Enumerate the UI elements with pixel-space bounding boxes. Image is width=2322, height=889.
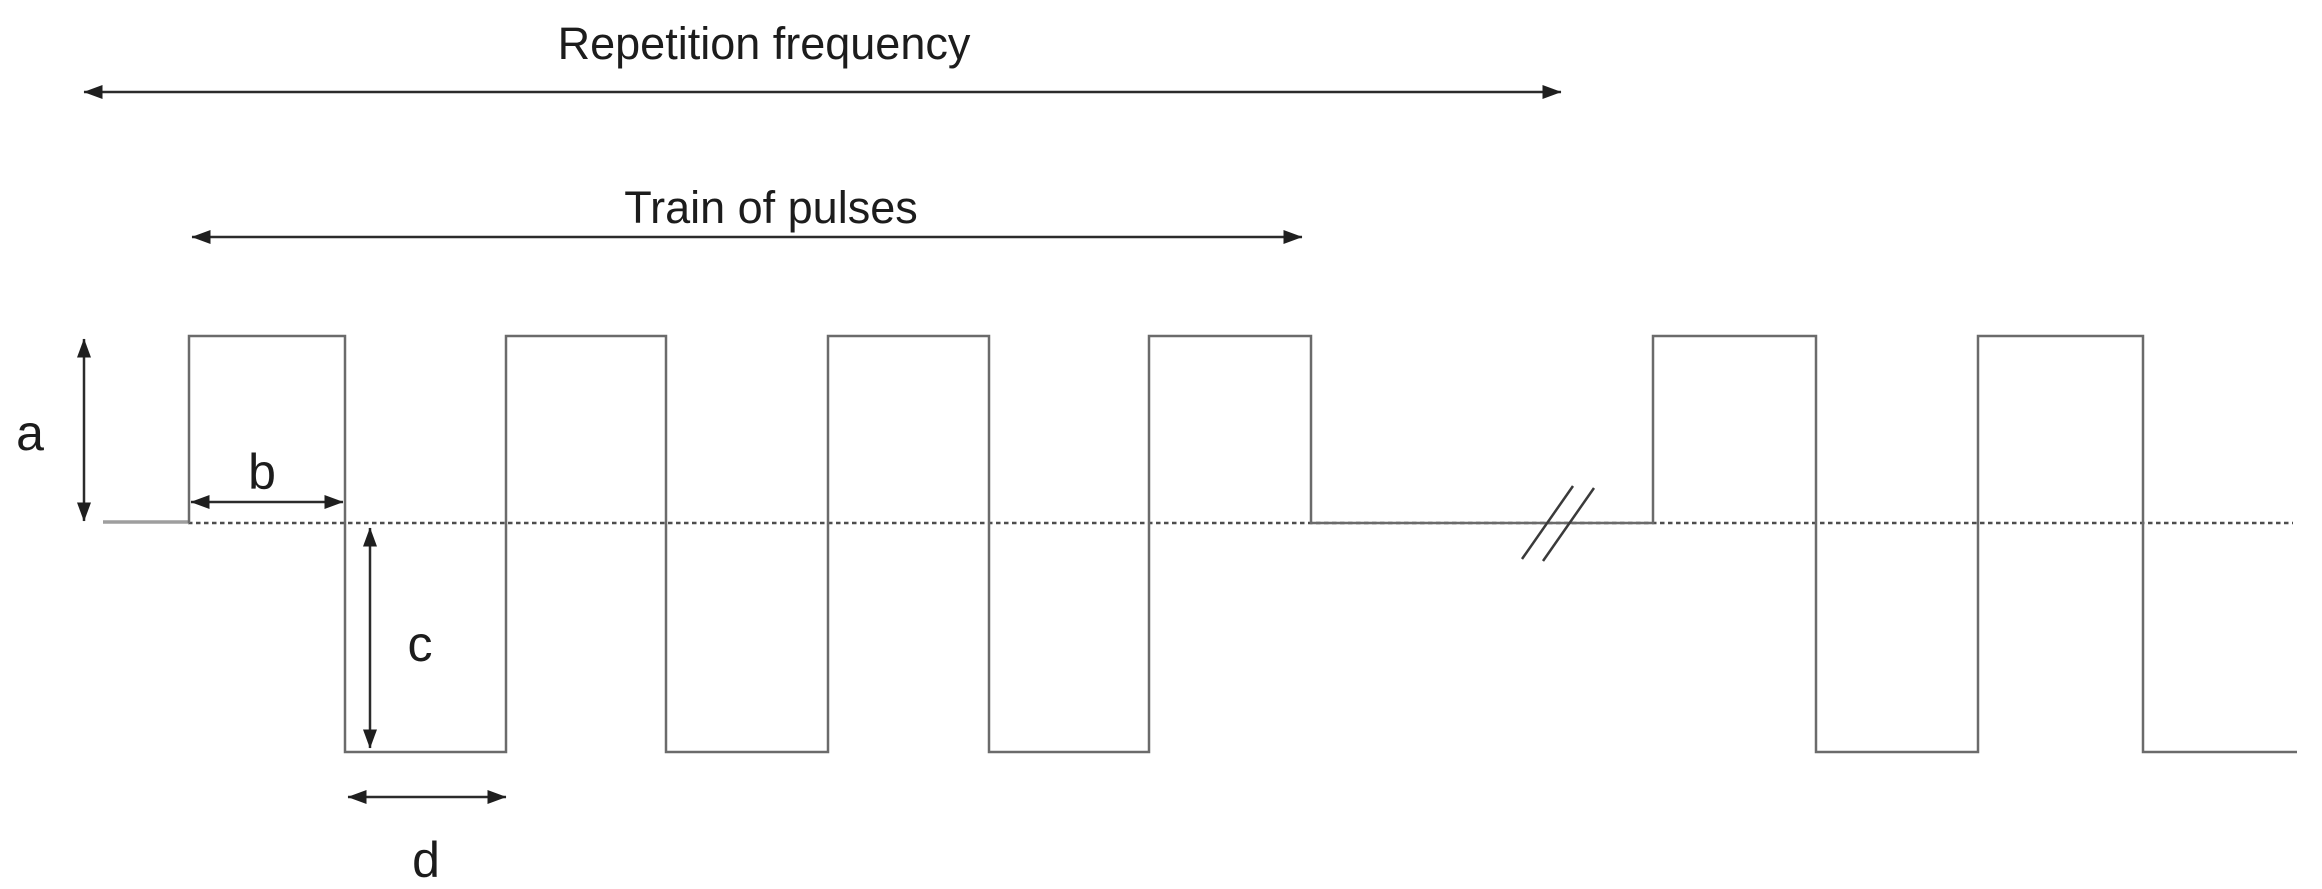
repetition-frequency-label: Repetition frequency bbox=[558, 18, 971, 69]
waveform-layer bbox=[103, 334, 2297, 754]
label-d: d bbox=[412, 832, 440, 888]
axis-break-slash bbox=[1520, 485, 1575, 560]
annotation-layer: Repetition frequency Train of pulses a b… bbox=[16, 18, 1562, 888]
label-b: b bbox=[248, 444, 276, 500]
axis-break-symbol bbox=[1520, 485, 1596, 562]
label-a: a bbox=[16, 405, 44, 461]
train-of-pulses-label: Train of pulses bbox=[624, 182, 917, 233]
label-c: c bbox=[408, 616, 433, 672]
axis-break-slash bbox=[1541, 487, 1596, 562]
pulse-waveform bbox=[187, 334, 2297, 754]
